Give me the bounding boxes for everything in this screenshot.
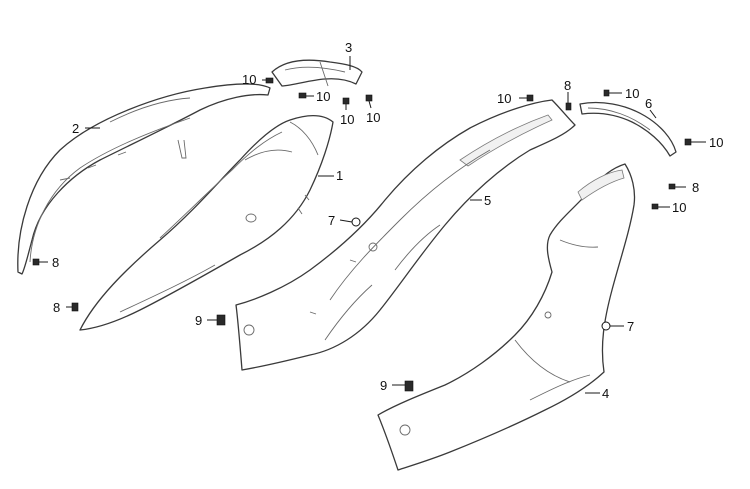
part-1-body-cover — [79, 115, 334, 331]
part-5-side-panel — [235, 99, 576, 371]
callout-9-upper: 9 — [195, 313, 202, 328]
callout-10-b: 10 — [316, 89, 330, 104]
callout-6: 6 — [645, 96, 652, 111]
screw-icon — [651, 203, 659, 210]
callout-2: 2 — [72, 121, 79, 136]
part-6-trim-strip — [579, 101, 677, 157]
screw-icon — [668, 183, 676, 190]
callout-10-f: 10 — [625, 86, 639, 101]
callout-labels: 1 2 3 4 5 6 7 7 8 8 8 8 9 9 10 10 10 10 … — [52, 40, 723, 401]
callout-1: 1 — [336, 168, 343, 183]
screw-icon — [565, 102, 572, 111]
clip-icon — [601, 321, 611, 331]
screw-icon — [603, 89, 610, 97]
callout-9-lower: 9 — [380, 378, 387, 393]
part-3-bracket — [271, 59, 363, 87]
callout-10-c: 10 — [340, 112, 354, 127]
screw-icon — [365, 94, 373, 102]
callout-10-d: 10 — [366, 110, 380, 125]
part-2-rail — [17, 83, 271, 275]
callout-10-a: 10 — [242, 72, 256, 87]
callout-5: 5 — [484, 193, 491, 208]
bolt-icon — [216, 314, 226, 326]
screw-icon — [265, 77, 274, 84]
screw-icon — [32, 258, 40, 266]
callout-4: 4 — [602, 386, 609, 401]
callout-7-right: 7 — [627, 319, 634, 334]
clip-icon — [351, 217, 361, 227]
callout-8-right: 8 — [692, 180, 699, 195]
screw-icon — [342, 97, 350, 105]
leader-lines — [39, 56, 706, 394]
bolt-icon — [404, 380, 414, 392]
screw-icon — [526, 94, 534, 102]
screw-icon — [684, 138, 692, 146]
screw-icon — [298, 92, 307, 99]
callout-8-left-lower: 8 — [53, 300, 60, 315]
callout-10-e: 10 — [497, 91, 511, 106]
callout-3: 3 — [345, 40, 352, 55]
callout-8-left-upper: 8 — [52, 255, 59, 270]
part-4-lower-panel — [377, 163, 636, 471]
callout-7-left: 7 — [328, 213, 335, 228]
callout-10-g: 10 — [709, 135, 723, 150]
callout-8-top: 8 — [564, 78, 571, 93]
screw-icon — [71, 302, 79, 312]
callout-10-h: 10 — [672, 200, 686, 215]
